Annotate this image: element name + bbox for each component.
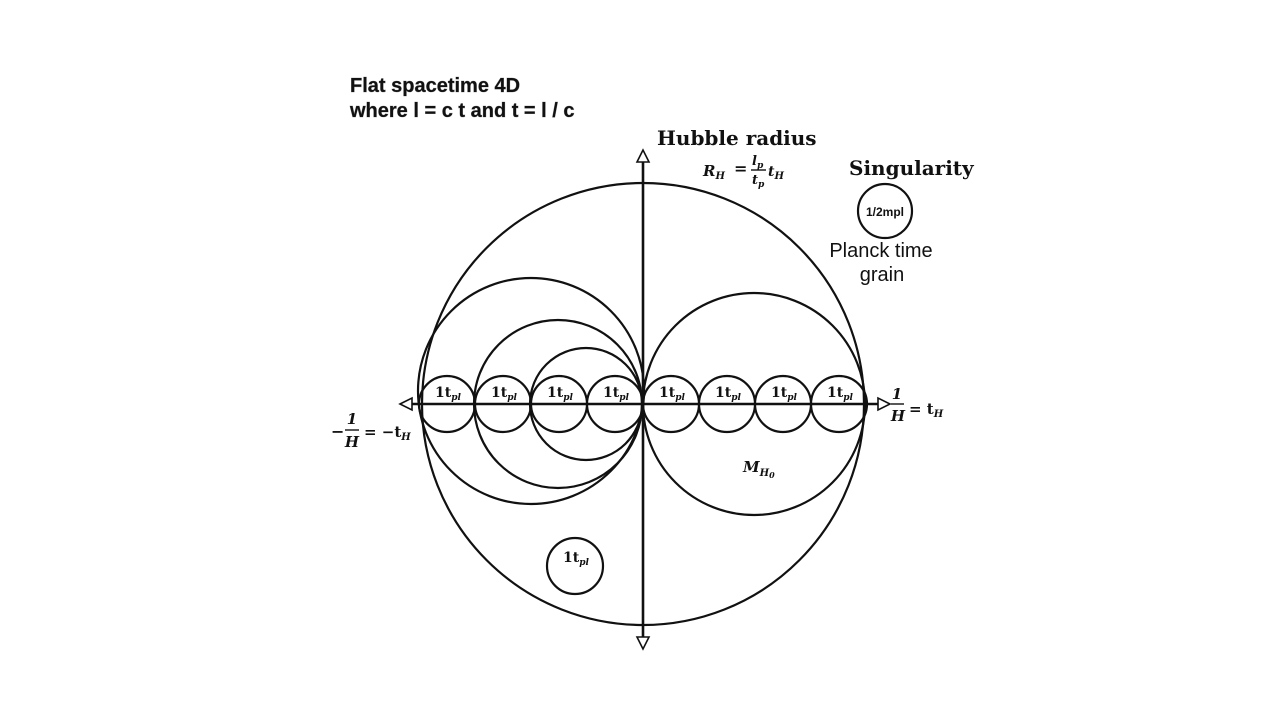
singularity-circle	[856, 182, 914, 240]
mass-label-subsub: 0	[769, 470, 775, 480]
formula-frac-num-sub: p	[757, 161, 764, 171]
planck-grain-main: 1t	[771, 385, 788, 401]
axis-right-rhs-sub: H	[933, 409, 944, 420]
planck-grain-label: 1tpl	[827, 385, 854, 403]
planck-grain-label: 1tpl	[659, 385, 686, 403]
formula-r: R	[702, 162, 715, 180]
planck-grain-label: 1tpl	[771, 385, 798, 403]
planck-grain-main: 1t	[715, 385, 732, 401]
singularity-label: Singularity	[849, 156, 975, 180]
axis-right-label: 1 H = tH	[890, 385, 944, 425]
formula-t: t	[768, 164, 775, 180]
axis-left-rhs: = −t	[364, 423, 401, 441]
planck-grain-label: 1tpl	[547, 385, 574, 403]
planck-grain-label: 1tpl	[715, 385, 742, 403]
planck-grain-sub: pl	[843, 393, 853, 403]
axis-right-rhs: = t	[909, 400, 934, 418]
svg-text:lp: lp	[752, 154, 764, 171]
planck-grain-sub: pl	[675, 393, 685, 403]
title-line-2: where l = c t and t = l / c	[349, 100, 575, 122]
axis-left-label: − 1 H = −tH	[331, 410, 411, 451]
mass-label-sub: H	[759, 468, 770, 479]
planck-grain-sub: pl	[451, 393, 461, 403]
planck-grain-main: 1t	[659, 385, 676, 401]
planck-grain-main: 1t	[827, 385, 844, 401]
axis-left-num: 1	[347, 410, 357, 428]
axis-right-num: 1	[892, 385, 902, 403]
svg-text:= tH: = tH	[909, 400, 944, 420]
formula-r-sub: H	[714, 171, 725, 182]
formula-equals: =	[734, 159, 747, 178]
planck-grain-sub: pl	[579, 558, 589, 568]
singularity-circle-label: 1/2mpl	[866, 205, 904, 219]
hubble-radius-formula: RH = lp tp tH	[702, 154, 784, 190]
axis-arrow-down	[635, 636, 651, 651]
planck-grain-sub: pl	[787, 393, 797, 403]
planck-grain-sub: pl	[619, 393, 629, 403]
formula-frac-den: t	[752, 173, 758, 188]
axis-left-sign: −	[331, 422, 344, 441]
title-line-1: Flat spacetime 4D	[350, 75, 520, 97]
formula-frac-den-sub: p	[758, 180, 765, 190]
planck-grain-main: 1t	[563, 550, 580, 566]
planck-grain-label: 1tpl	[491, 385, 518, 403]
mass-label-main: M	[742, 458, 760, 476]
planck-grain-sub: pl	[563, 393, 573, 403]
axis-left-rhs-sub: H	[400, 432, 411, 443]
planck-grain-main: 1t	[435, 385, 452, 401]
svg-text:RH: RH	[702, 162, 725, 182]
lone-grain: 1tpl	[545, 536, 605, 596]
planck-caption-line-2: grain	[860, 264, 904, 286]
axis-arrow-up	[635, 148, 651, 163]
planck-grain: 1tpl	[545, 536, 605, 596]
axis-left-den: H	[344, 433, 360, 451]
planck-grain-circle	[545, 536, 605, 596]
mass-label: MH0	[742, 458, 775, 480]
svg-text:= −tH: = −tH	[364, 423, 411, 443]
planck-grain-label: 1tpl	[603, 385, 630, 403]
formula-t-sub: H	[773, 171, 784, 182]
planck-grain-label: 1tpl	[435, 385, 462, 403]
formula-frac-num: l	[752, 154, 757, 169]
planck-grain-main: 1t	[491, 385, 508, 401]
axis-right-den: H	[890, 407, 906, 425]
planck-grain-main: 1t	[603, 385, 620, 401]
svg-text:tp: tp	[752, 173, 765, 190]
hubble-radius-label: Hubble radius	[657, 126, 817, 150]
planck-grain-label: 1tpl	[563, 550, 590, 568]
planck-caption-line-1: Planck time	[829, 240, 932, 262]
planck-grain-sub: pl	[731, 393, 741, 403]
planck-grain-main: 1t	[547, 385, 564, 401]
axis-arrow-left	[398, 396, 413, 412]
planck-grain-sub: pl	[507, 393, 517, 403]
svg-text:tH: tH	[768, 164, 784, 182]
axis-arrow-right	[877, 396, 892, 412]
